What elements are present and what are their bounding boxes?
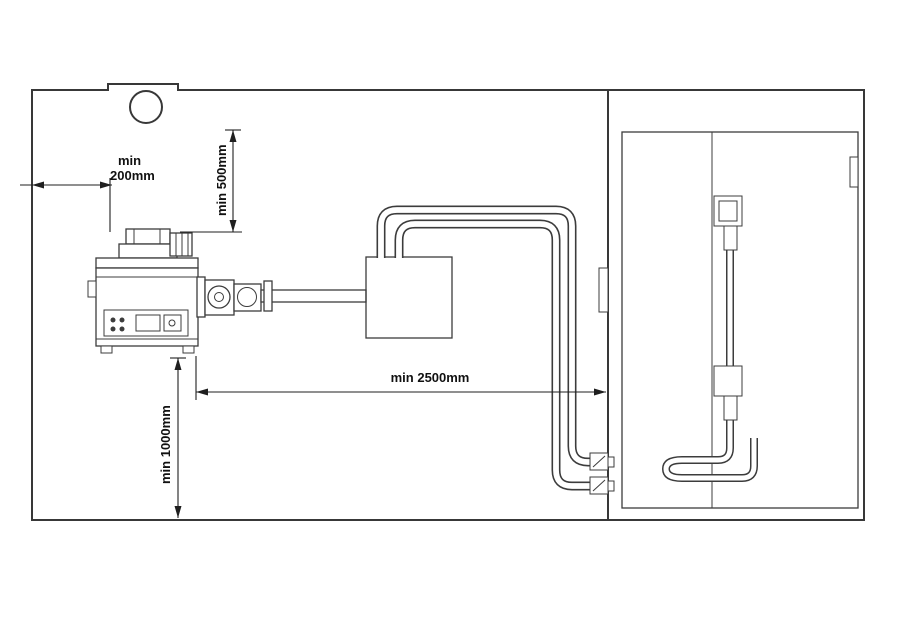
dim-200-label-line1: min — [118, 153, 141, 168]
boiler-foot-left — [100, 345, 113, 354]
wall-box-detail — [598, 267, 609, 313]
dimension-side-clearance: min 2500mm — [195, 356, 606, 400]
floor-pipe-loop-core — [663, 420, 757, 481]
wall-couplings — [589, 452, 615, 495]
boiler-button — [110, 317, 116, 323]
burner-motor-face — [237, 287, 257, 307]
dim-200-arrow-right — [100, 181, 112, 189]
boiler-foot-right — [182, 345, 195, 354]
boiler-side-bracket — [87, 280, 97, 298]
wall-coupling-lower-mark — [592, 479, 606, 492]
room-outline — [31, 83, 865, 521]
boiler-button — [119, 326, 125, 332]
dimension-left-clearance: min 200mm — [20, 153, 155, 232]
boiler-button — [110, 326, 116, 332]
boiler-button — [119, 317, 125, 323]
dim-1000-arrow-bottom — [174, 506, 182, 518]
wall-coupling-upper-stub — [607, 456, 615, 468]
boiler-flue-outlet — [169, 232, 193, 257]
suction-pipe-2-wall — [394, 219, 596, 491]
door-hinge-detail — [849, 156, 859, 188]
burner-blower-hub — [214, 292, 224, 302]
pellet-hopper — [365, 256, 453, 339]
storage-room-outline — [621, 131, 859, 509]
boiler-switch — [168, 319, 176, 327]
boiler-flue-outlet-hatch — [175, 233, 189, 256]
dim-2500-arrow-left — [196, 388, 208, 396]
dim-2500-arrow-right — [594, 388, 606, 396]
burner-blower-circle — [207, 285, 231, 309]
floor-pipe-loop — [661, 420, 758, 482]
suction-pipes — [376, 205, 596, 491]
dividing-wall — [598, 90, 609, 520]
suction-pipe-2-core — [396, 221, 596, 489]
suction-probe-2-body — [713, 365, 743, 397]
feed-tube — [260, 289, 367, 303]
boiler-flue-hood-base — [118, 243, 178, 259]
dim-1000-arrow-top — [174, 358, 182, 370]
storage-room — [621, 131, 859, 509]
suction-probes — [661, 195, 758, 482]
dim-1000-label: min 1000mm — [158, 405, 173, 484]
burner-flange — [196, 276, 206, 318]
boiler-flue-hood-lines — [133, 229, 161, 244]
wall-coupling-upper-mark — [592, 455, 606, 468]
suction-probe-1-connector — [723, 225, 738, 251]
wall-coupling-lower-stub — [607, 480, 615, 492]
chimney-circle — [129, 90, 163, 124]
boiler-unit — [87, 228, 199, 354]
dimension-front-clearance: min 1000mm — [158, 357, 186, 518]
suction-pipe-1-core — [378, 207, 596, 465]
dim-500-label: min 500mm — [214, 144, 229, 216]
boiler-switch-box — [163, 314, 182, 332]
pellet-hopper-box — [365, 256, 453, 339]
suction-probe-2-connector — [723, 395, 738, 421]
room-wall-outline — [31, 83, 865, 521]
dimension-top-clearance: min 500mm — [180, 129, 242, 233]
feed-tube-flange — [263, 280, 273, 312]
dim-500-arrow-top — [229, 130, 237, 142]
dim-2500-label: min 2500mm — [391, 370, 470, 385]
boiler-display — [135, 314, 161, 332]
dim-500-arrow-bottom — [229, 220, 237, 232]
dim-200-label-line2: 200mm — [110, 168, 155, 183]
burner-assembly — [196, 276, 367, 318]
suction-pipe-1-wall — [376, 205, 596, 467]
boiler-flue-hood-top — [125, 228, 171, 245]
suction-probe-1-inner — [718, 200, 738, 222]
dim-200-arrow-left — [32, 181, 44, 189]
boiler-body-lines — [96, 276, 198, 340]
boiler-top-plate — [95, 257, 199, 269]
